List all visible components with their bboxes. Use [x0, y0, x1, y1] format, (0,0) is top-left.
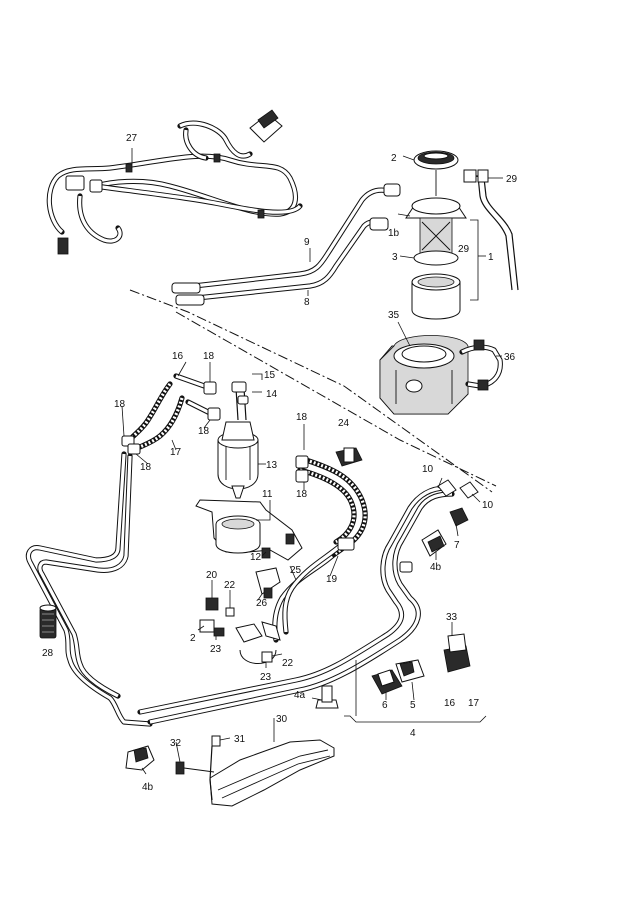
callout-18: 18: [140, 462, 152, 473]
pump-leaders: [307, 155, 503, 357]
callout-35: 35: [388, 310, 400, 321]
callout-17: 17: [468, 698, 480, 709]
callout-16: 16: [172, 351, 184, 362]
callout-16: 16: [444, 698, 456, 709]
callout-17: 17: [170, 447, 182, 458]
reference-lines: [129, 289, 497, 493]
callout-25: 25: [290, 565, 302, 576]
callout-23: 23: [210, 644, 222, 655]
callout-7: 7: [454, 540, 460, 551]
sleeve-28: [39, 604, 57, 639]
callout-4b: 4b: [430, 562, 442, 573]
callout-27: 27: [126, 133, 138, 144]
callout-3: 3: [392, 252, 398, 263]
callout-10: 10: [482, 500, 494, 511]
fuel-pump-assembly: [379, 150, 519, 415]
callout-13: 13: [266, 460, 278, 471]
fasteners: [197, 567, 283, 668]
callout-23: 23: [260, 672, 272, 683]
callout-33: 33: [446, 612, 458, 623]
callout-labels: 27 2 29 1b 29 1 9 3 8 35 36 16 18 15 14 …: [42, 133, 518, 793]
main-fuel-lines: [25, 451, 479, 727]
fuel-filter-assembly: [121, 373, 363, 561]
callout-6: 6: [382, 700, 388, 711]
callout-18: 18: [203, 351, 215, 362]
callout-20: 20: [206, 570, 218, 581]
callout-1b: 1b: [388, 228, 400, 239]
callout-32: 32: [170, 738, 182, 749]
callout-18: 18: [296, 412, 308, 423]
callout-11: 11: [262, 489, 273, 500]
callout-22: 22: [224, 580, 236, 591]
fuel-lines-8-9: [171, 183, 401, 306]
callout-28: 28: [42, 648, 54, 659]
callout-1: 1: [488, 252, 494, 263]
callout-12: 12: [250, 552, 262, 563]
callout-10: 10: [422, 464, 434, 475]
callout-4b: 4b: [142, 782, 154, 793]
callout-4a: 4a: [294, 690, 306, 701]
vent-hose-harness: [46, 109, 303, 255]
callout-19: 19: [326, 574, 338, 585]
callout-26: 26: [256, 598, 268, 609]
callout-30: 30: [276, 714, 288, 725]
callout-5: 5: [410, 700, 416, 711]
callout-36: 36: [504, 352, 516, 363]
bottom-clips: [311, 622, 487, 723]
heat-shield: [125, 718, 335, 807]
callout-31: 31: [234, 734, 246, 745]
callout-9: 9: [304, 237, 310, 248]
callout-8: 8: [304, 297, 310, 308]
callout-29: 29: [506, 174, 518, 185]
callout-4: 4: [410, 728, 416, 739]
callout-18: 18: [114, 399, 126, 410]
callout-2: 2: [190, 633, 196, 644]
callout-22: 22: [282, 658, 294, 669]
callout-18: 18: [296, 489, 308, 500]
callout-24: 24: [338, 418, 350, 429]
callout-14: 14: [266, 389, 278, 400]
main-leaders: [289, 477, 481, 581]
callout-15: 15: [264, 370, 276, 381]
callout-29: 29: [458, 244, 470, 255]
callout-2: 2: [391, 153, 397, 164]
callout-18: 18: [198, 426, 210, 437]
